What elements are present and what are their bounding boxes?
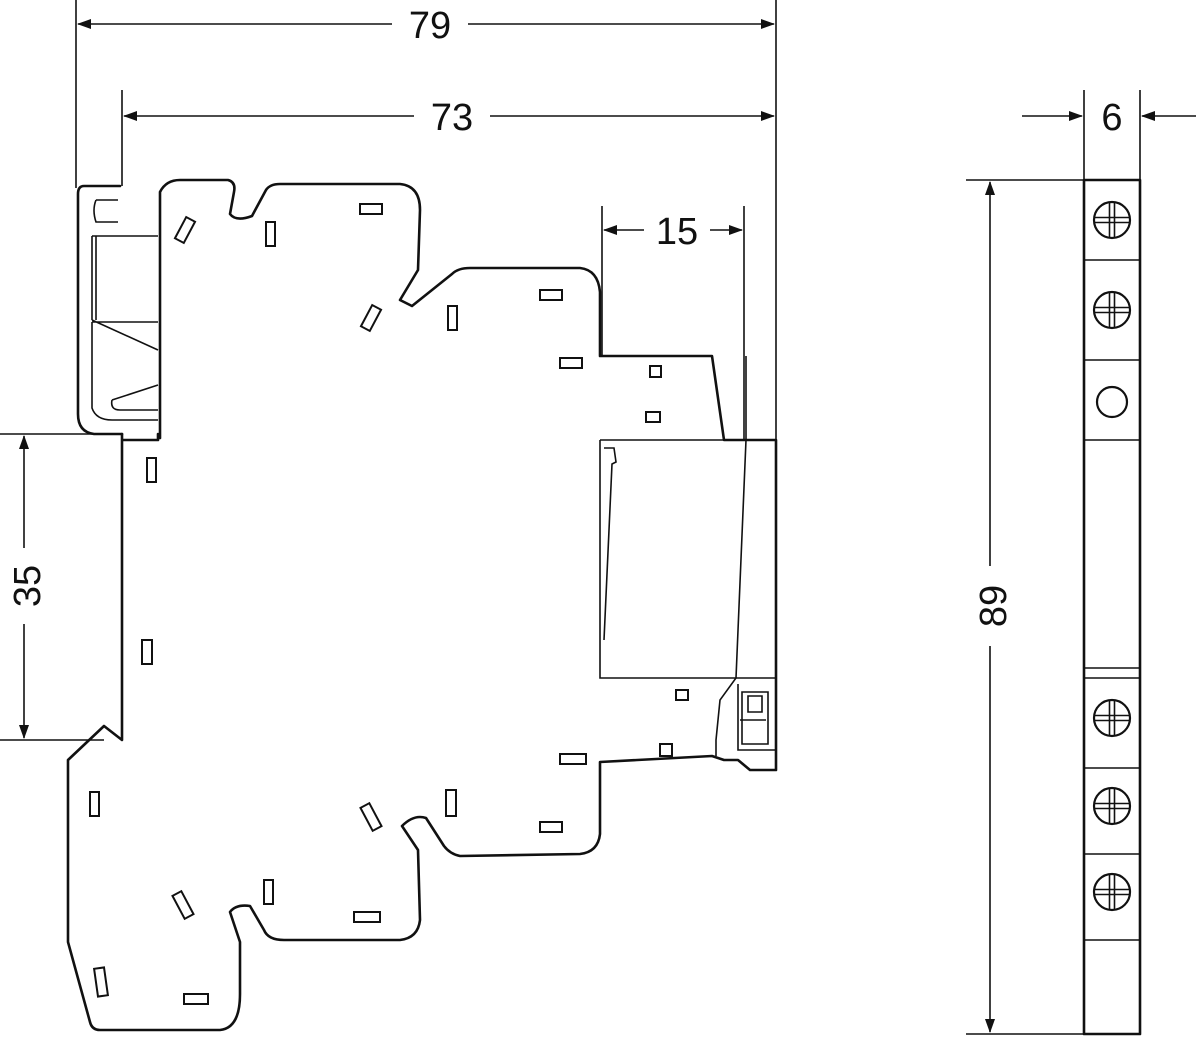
dimension-body-depth: 73 <box>121 90 775 186</box>
screw-head-icon <box>1092 200 1132 240</box>
rail-clip <box>76 184 159 436</box>
screw-head-icon <box>1092 872 1132 912</box>
screw-head-icon <box>1092 290 1132 330</box>
slots <box>89 203 689 1005</box>
housing-outline <box>66 178 778 1032</box>
front-module <box>599 356 776 756</box>
terminal-group <box>1092 200 1132 912</box>
dimension-module-width: 6 <box>1022 90 1196 180</box>
screw-head-icon <box>1092 786 1132 826</box>
side-view: 79 73 15 35 <box>0 0 778 1032</box>
dim-label-89: 89 <box>973 585 1015 627</box>
dimension-rail-height: 35 <box>0 433 122 741</box>
dimension-front-protrusion: 15 <box>601 206 745 440</box>
dim-label-79: 79 <box>409 5 451 47</box>
front-view: 6 89 <box>966 90 1196 1036</box>
dim-label-73: 73 <box>431 97 473 139</box>
front-housing <box>1082 178 1142 1036</box>
dim-label-6: 6 <box>1101 97 1122 139</box>
dim-label-35: 35 <box>7 565 49 607</box>
dim-label-15: 15 <box>656 211 698 253</box>
dimension-overall-height: 89 <box>966 179 1084 1035</box>
screw-head-icon <box>1092 698 1132 738</box>
dimension-overall-depth: 79 <box>75 0 777 440</box>
led-indicator-icon <box>1095 385 1129 419</box>
